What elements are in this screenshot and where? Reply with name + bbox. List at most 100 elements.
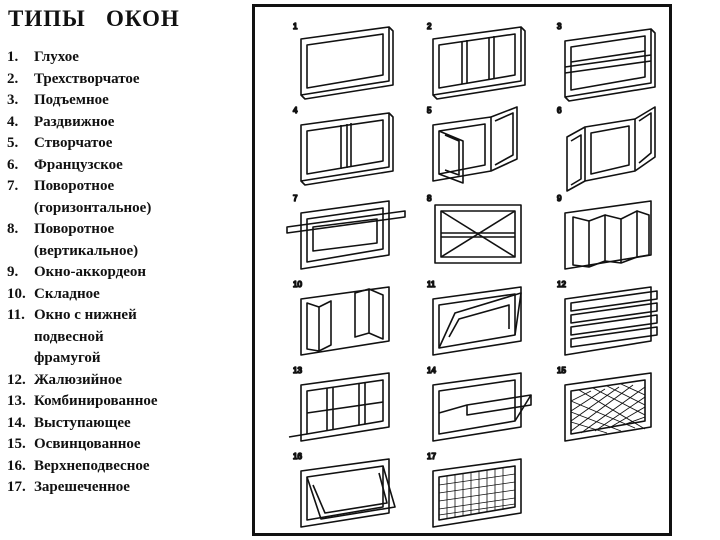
item-number: 9.	[7, 264, 19, 280]
item-number: 3.	[7, 92, 19, 108]
figure-number: 9	[557, 194, 562, 203]
figure-number: 1	[293, 22, 298, 31]
item-label: Освинцованное	[34, 434, 232, 456]
figure-number: 13	[293, 366, 302, 375]
figure-12-louvered-window: 12	[556, 279, 658, 356]
item-label-line: Окно с нижней	[34, 307, 137, 323]
item-label: Складное	[34, 284, 232, 306]
figure-number: 11	[427, 280, 436, 289]
list-item: 7. Поворотное (горизонтальное)	[7, 176, 232, 219]
item-label-line: Освинцованное	[34, 436, 141, 452]
item-label-line: Раздвижное	[34, 113, 115, 130]
item-label: Выступающее	[34, 413, 232, 435]
list-item: 12. Жалюзийное	[7, 370, 232, 392]
item-label-line: Комбинированное	[34, 393, 158, 409]
item-label-line: Окно-аккордеон	[34, 264, 147, 280]
item-label: Окно-аккордеон	[34, 262, 232, 284]
figure-15-leaded-window: 15	[556, 365, 652, 442]
figure-number: 14	[427, 366, 436, 375]
figure-number: 10	[293, 280, 302, 289]
list-item: 9. Окно-аккордеон	[7, 262, 232, 284]
figure-14-bay-window: 14	[426, 365, 532, 442]
list-item: 10. Складное	[7, 284, 232, 306]
list-item: 3. Подъемное	[7, 90, 232, 112]
item-label-line: Складное	[34, 285, 100, 302]
item-number: 11.	[7, 307, 25, 323]
item-label: Поворотное (горизонтальное)	[34, 176, 232, 219]
figure-number: 8	[427, 194, 432, 203]
list-item: 2.Трехстворчатое	[7, 69, 232, 91]
window-types-list: 1.Глухое 2.Трехстворчатое 3. Подъемное 4.…	[7, 47, 232, 499]
item-label-line: (горизонтальное)	[34, 199, 152, 216]
item-label-line: подвесной	[34, 328, 104, 345]
item-label: Верхнеподвесное	[34, 456, 232, 478]
item-number: 5.	[7, 135, 19, 151]
list-item: 15. Освинцованное	[7, 434, 232, 456]
item-label: Зарешеченное	[34, 477, 232, 499]
item-label-line: Верхнеподвесное	[34, 457, 150, 474]
figure-number: 4	[293, 106, 298, 115]
item-number: 6.	[7, 156, 19, 173]
item-label: Комбинированное	[34, 391, 232, 413]
item-label: Окно с нижней подвесной фрамугой	[34, 305, 232, 370]
item-label-line: Створчатое	[34, 135, 113, 151]
item-label: Французское	[34, 155, 232, 177]
item-label: Жалюзийное	[34, 370, 232, 392]
figure-2-three-sash-window: 2	[426, 21, 526, 100]
window-drawings: 1 2 3 4 5 6	[286, 21, 658, 528]
figure-16-top-hung-window: 16	[292, 451, 396, 528]
item-label: Трехстворчатое	[34, 69, 232, 91]
item-label: Глухое	[34, 47, 232, 69]
figure-number: 16	[293, 452, 302, 461]
list-item: 14. Выступающее	[7, 413, 232, 435]
figure-17-grille-window: 17	[426, 451, 522, 528]
item-number: 12.	[7, 371, 26, 388]
list-item: 1.Глухое	[7, 47, 232, 69]
item-label-line: Глухое	[34, 49, 79, 65]
item-number: 16.	[7, 457, 26, 474]
figure-number: 12	[557, 280, 566, 289]
list-item: 13.Комбинированное	[7, 391, 232, 413]
figure-5-casement-window: 5	[426, 105, 518, 184]
item-label: Раздвижное	[34, 112, 232, 134]
item-number: 14.	[7, 414, 26, 431]
figure-9-accordion-window: 9	[556, 193, 652, 270]
figure-10-folding-window: 10	[292, 279, 390, 356]
figure-1-fixed-window: 1	[292, 21, 394, 100]
item-number: 15.	[7, 436, 26, 452]
item-number: 10.	[7, 285, 26, 302]
item-label: Поворотное(вертикальное)	[34, 219, 232, 262]
figure-number: 7	[293, 194, 298, 203]
figure-number: 2	[427, 22, 432, 31]
item-number: 7.	[7, 178, 19, 194]
item-label-line: Поворотное	[34, 178, 115, 194]
window-types-illustration: 1 2 3 4 5 6	[252, 4, 672, 536]
item-label-line: (вертикальное)	[34, 242, 139, 259]
page-title: ТИПЫ ОКОН	[8, 6, 180, 31]
item-label-line: Жалюзийное	[34, 371, 123, 388]
item-number: 4.	[7, 113, 19, 130]
item-label-line: Зарешеченное	[34, 479, 130, 495]
list-item: 4. Раздвижное	[7, 112, 232, 134]
figure-number: 3	[557, 22, 562, 31]
item-label-line: Трехстворчатое	[34, 70, 140, 87]
figure-13-combination-window: 13	[288, 365, 390, 442]
figure-7-horizontal-pivot-window: 7	[286, 193, 406, 270]
figure-number: 5	[427, 106, 432, 115]
item-number: 17.	[7, 479, 26, 495]
list-item: 6. Французское	[7, 155, 232, 177]
item-number: 8.	[7, 221, 19, 237]
item-label: Подъемное	[34, 90, 232, 112]
list-item: 16. Верхнеподвесное	[7, 456, 232, 478]
item-label-line: фрамугой	[34, 350, 101, 366]
list-item: 17. Зарешеченное	[7, 477, 232, 499]
figure-number: 15	[557, 366, 566, 375]
list-item: 8. Поворотное(вертикальное)	[7, 219, 232, 262]
figure-number: 6	[557, 106, 562, 115]
figure-8-vertical-pivot-window: 8	[426, 193, 522, 264]
item-label: Створчатое	[34, 133, 232, 155]
figure-4-sliding-window: 4	[292, 105, 394, 186]
item-label-line: Подъемное	[34, 92, 109, 108]
item-label-line: Французское	[34, 156, 123, 173]
list-item: 5. Створчатое	[7, 133, 232, 155]
